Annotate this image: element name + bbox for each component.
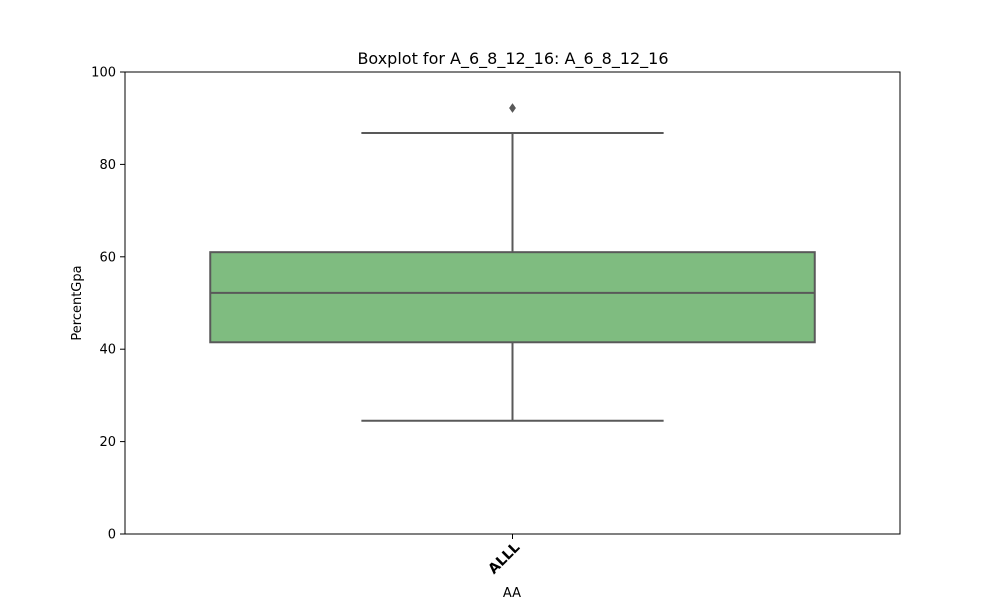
x-tick-label: ALLL xyxy=(485,539,523,577)
x-axis-label: AA xyxy=(503,586,521,600)
box-iqr xyxy=(209,251,816,344)
y-axis-label: PercentGpa xyxy=(70,265,85,340)
y-tick-label: 40 xyxy=(99,343,116,358)
x-axis-ticks: ALLL xyxy=(485,534,523,577)
y-tick-label: 20 xyxy=(99,435,116,450)
y-tick-label: 80 xyxy=(99,158,116,173)
y-tick-label: 60 xyxy=(99,250,116,265)
y-axis-ticks: 0 20 40 60 80 100 xyxy=(91,66,125,543)
plot-area xyxy=(209,103,816,422)
chart-title: Boxplot for A_6_8_12_16: A_6_8_12_16 xyxy=(357,49,668,69)
y-tick-label: 0 xyxy=(108,528,116,543)
y-tick-label: 100 xyxy=(91,66,116,81)
outlier-point xyxy=(509,103,516,113)
axes-frame xyxy=(124,71,901,535)
